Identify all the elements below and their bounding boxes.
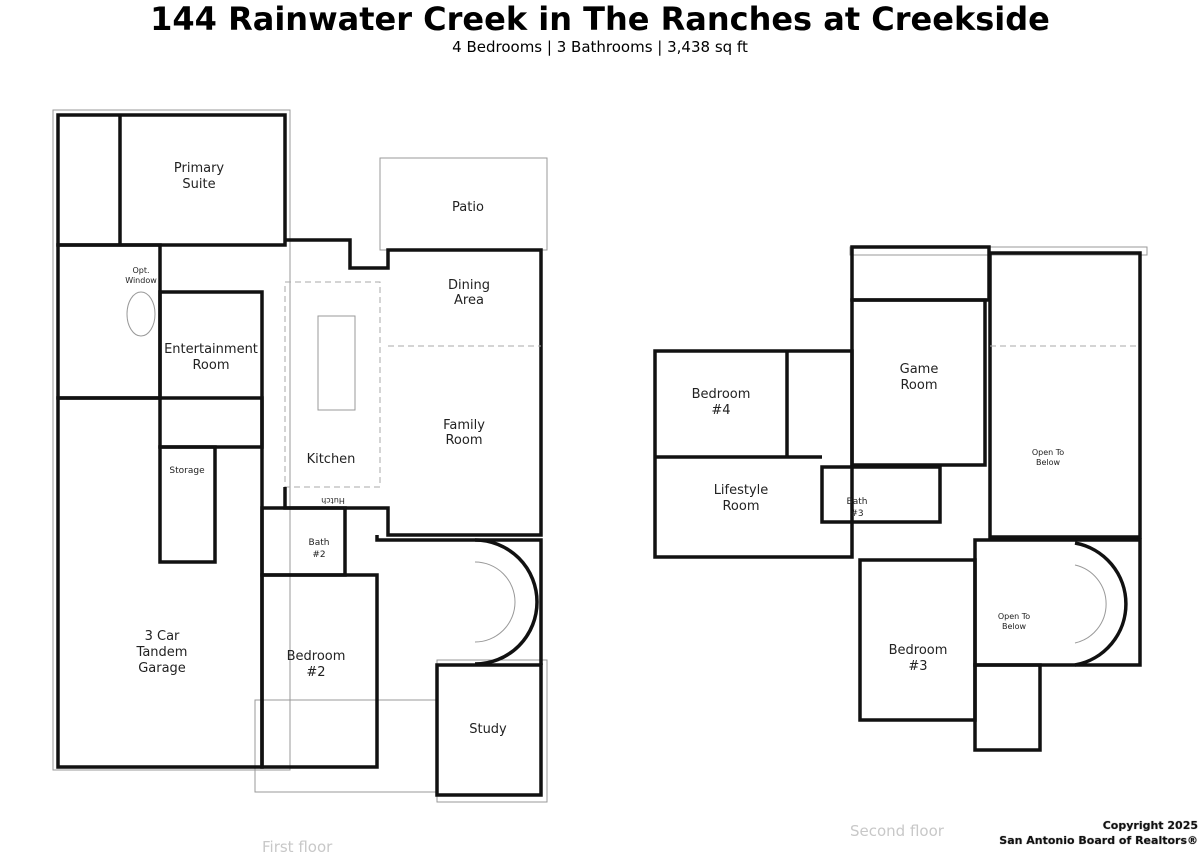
page-subtitle: 4 Bedrooms | 3 Bathrooms | 3,438 sq ft xyxy=(452,38,748,56)
label-garage-2: Tandem xyxy=(136,645,188,660)
label-family-2: Room xyxy=(445,433,482,448)
label-lifestyle-2: Room xyxy=(722,499,759,514)
label-hutch: Hutch xyxy=(321,496,345,505)
label-primary-suite-2: Suite xyxy=(182,177,215,192)
first-floor-caption: First floor xyxy=(262,838,333,856)
label-dining-2: Area xyxy=(454,293,484,308)
label-garage: 3 Car xyxy=(145,629,180,644)
page-title: 144 Rainwater Creek in The Ranches at Cr… xyxy=(150,0,1050,38)
label-open-below-1b: Below xyxy=(1036,458,1061,467)
label-open-below-1: Open To xyxy=(1032,448,1064,457)
second-floor-plan: Bedroom #4 Game Room Open To Below Lifes… xyxy=(653,245,1148,752)
first-floor-plan: Primary Suite Opt. Window Patio Dining A… xyxy=(52,109,548,803)
label-bath-2b: #2 xyxy=(312,550,325,560)
label-lifestyle: Lifestyle xyxy=(714,483,769,498)
label-open-below-2b: Below xyxy=(1002,622,1027,631)
label-bath-2: Bath xyxy=(309,538,330,548)
staircase xyxy=(474,538,539,666)
label-bedroom-4b: #4 xyxy=(711,403,730,418)
storage xyxy=(158,445,217,564)
label-bedroom-2b: #2 xyxy=(306,665,325,680)
label-family: Family xyxy=(443,418,485,433)
label-study: Study xyxy=(469,722,507,737)
label-bedroom-2: Bedroom xyxy=(287,649,346,664)
bedroom-2 xyxy=(260,573,379,769)
label-opt-window-2: Window xyxy=(125,276,157,285)
label-bath-3: Bath xyxy=(847,497,868,507)
label-patio: Patio xyxy=(452,200,484,215)
label-bedroom-4: Bedroom xyxy=(692,387,751,402)
study xyxy=(435,663,543,797)
staircase-2 xyxy=(1074,541,1128,667)
copyright-line-1: Copyright 2025 xyxy=(1102,819,1198,832)
label-bedroom-3: Bedroom xyxy=(889,643,948,658)
copyright: Copyright 2025 San Antonio Board of Real… xyxy=(999,818,1198,848)
kitchen-island xyxy=(317,315,356,411)
label-dining: Dining xyxy=(448,278,490,293)
primary-suite xyxy=(56,113,287,247)
label-bath-3b: #3 xyxy=(850,509,863,519)
bedroom-4-lifestyle xyxy=(653,349,854,559)
label-game-room-2: Room xyxy=(900,378,937,393)
label-primary-suite: Primary xyxy=(174,161,225,176)
label-bedroom-3b: #3 xyxy=(908,659,927,674)
label-entertainment-2: Room xyxy=(192,358,229,373)
label-open-below-2: Open To xyxy=(998,612,1030,621)
second-floor-caption: Second floor xyxy=(850,822,944,840)
label-kitchen: Kitchen xyxy=(307,452,356,467)
open-to-below-1 xyxy=(988,251,1142,539)
bath-3 xyxy=(820,465,942,524)
label-garage-3: Garage xyxy=(138,661,186,676)
label-entertainment: Entertainment xyxy=(164,342,258,357)
bath-2 xyxy=(260,506,347,577)
label-storage: Storage xyxy=(169,466,205,476)
label-opt-window: Opt. xyxy=(132,266,149,275)
bathtub-icon xyxy=(126,291,156,337)
game-room xyxy=(850,298,987,467)
bedroom-3 xyxy=(858,558,977,722)
label-game-room: Game xyxy=(900,362,939,377)
copyright-line-2: San Antonio Board of Realtors® xyxy=(999,834,1198,847)
open-to-below-2 xyxy=(973,538,1142,667)
